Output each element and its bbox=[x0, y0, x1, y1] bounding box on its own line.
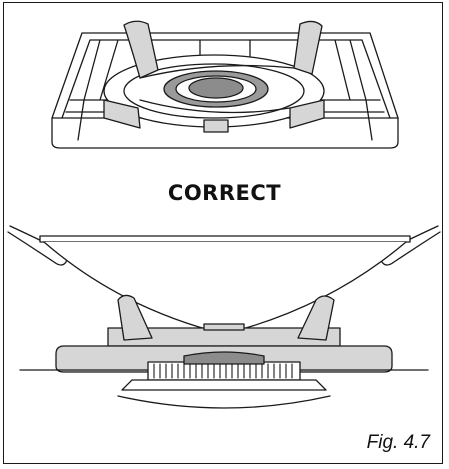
wok-stand-center bbox=[203, 323, 245, 331]
wok-stand-finger-front-right bbox=[289, 99, 325, 129]
support-ring-inner bbox=[123, 63, 305, 119]
burner-ports bbox=[153, 363, 293, 379]
wok-stand-finger-left bbox=[123, 20, 159, 79]
wok-stand-finger-right bbox=[293, 20, 323, 75]
burner-base bbox=[121, 379, 327, 391]
figure-frame bbox=[3, 2, 443, 464]
wok-rim bbox=[39, 235, 411, 243]
burner-crown-side bbox=[147, 361, 301, 381]
figure-caption: Fig. 4.7 bbox=[366, 432, 430, 453]
wok-stand-finger-front-left bbox=[103, 99, 141, 129]
hob-tray bbox=[51, 32, 399, 149]
correct-label: CORRECT bbox=[167, 181, 282, 205]
hob-top-view bbox=[51, 20, 399, 149]
wok-stand-right-prong bbox=[297, 295, 335, 341]
burner-cap bbox=[188, 77, 244, 99]
wok-stand-left-prong bbox=[117, 294, 153, 341]
hob-tray-rim bbox=[61, 39, 391, 119]
wok-bowl bbox=[43, 241, 407, 335]
wok-stand-finger-front-mid bbox=[203, 119, 229, 133]
wok-side-view bbox=[7, 225, 441, 409]
